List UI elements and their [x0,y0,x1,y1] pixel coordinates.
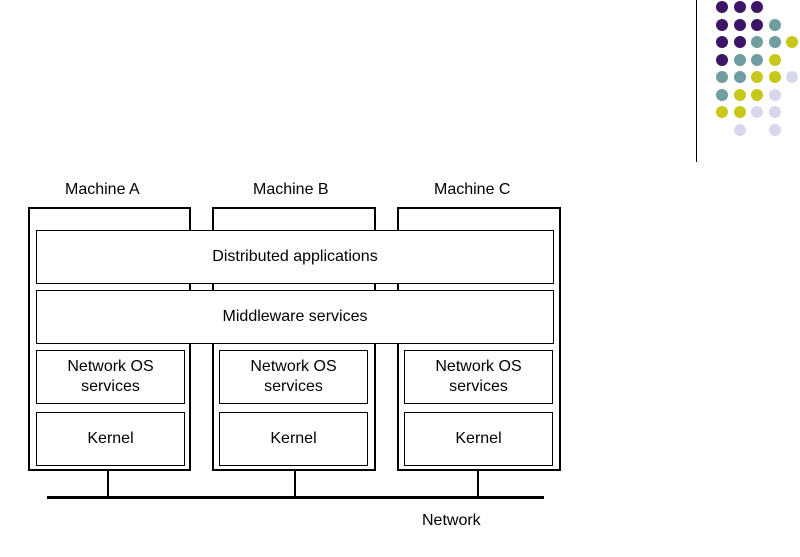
decorative-dot [786,36,798,48]
decorative-dot [786,71,798,83]
decorative-dot [733,106,746,118]
decorative-dot [716,18,728,31]
distributed-applications-layer: Distributed applications [36,230,554,284]
kernel-label: Kernel [270,430,317,447]
network-os-label: Network OS services [250,358,337,395]
kernel-label: Kernel [455,430,502,447]
network-os-label: Network OS services [67,358,154,395]
decorative-dot [768,36,781,48]
decorative-dot [733,36,746,48]
machine-a-kernel-layer: Kernel [36,412,185,466]
machine-c-network-os-layer: Network OS services [404,350,553,404]
decorative-dot [716,36,728,48]
machine-a-label: Machine A [65,181,140,198]
decorative-dot [751,88,763,101]
machine-a-network-connector [107,471,109,498]
machine-c-network-connector [477,471,479,498]
machine-b-network-connector [294,471,296,498]
machine-b-kernel-layer: Kernel [219,412,368,466]
decorative-dot [733,88,746,101]
decorative-dot [768,106,781,118]
decorative-dot [716,1,728,13]
machine-b-network-os-layer: Network OS services [219,350,368,404]
decorative-dot [733,123,746,136]
decorative-dot [768,18,781,31]
kernel-label: Kernel [87,430,134,447]
decorative-dot [751,71,763,83]
network-bus-line [47,496,544,499]
decorative-dot [751,1,763,13]
decorative-dot [733,71,746,83]
network-os-label: Network OS services [435,358,522,395]
network-label: Network [422,512,481,529]
decorative-dot [733,1,746,13]
decorative-dot [751,53,763,66]
decorative-dot [716,53,728,66]
decorative-dot [768,88,781,101]
machine-a-network-os-layer: Network OS services [36,350,185,404]
distributed-applications-label: Distributed applications [212,248,378,265]
decorative-dot [768,123,781,136]
decorative-dot [716,88,728,101]
machine-c-label: Machine C [434,181,511,198]
middleware-services-label: Middleware services [222,308,368,325]
decorative-dot [751,18,763,31]
decorative-dot [733,18,746,31]
divider-line [696,0,697,162]
decorative-dot [716,71,728,83]
decorative-dot [751,36,763,48]
machine-b-label: Machine B [253,181,329,198]
machine-c-kernel-layer: Kernel [404,412,553,466]
decorative-dot [768,71,781,83]
decorative-dot [733,53,746,66]
decorative-dot [716,106,728,118]
decorative-dot [768,53,781,66]
middleware-services-layer: Middleware services [36,290,554,344]
decorative-dot [751,106,763,118]
